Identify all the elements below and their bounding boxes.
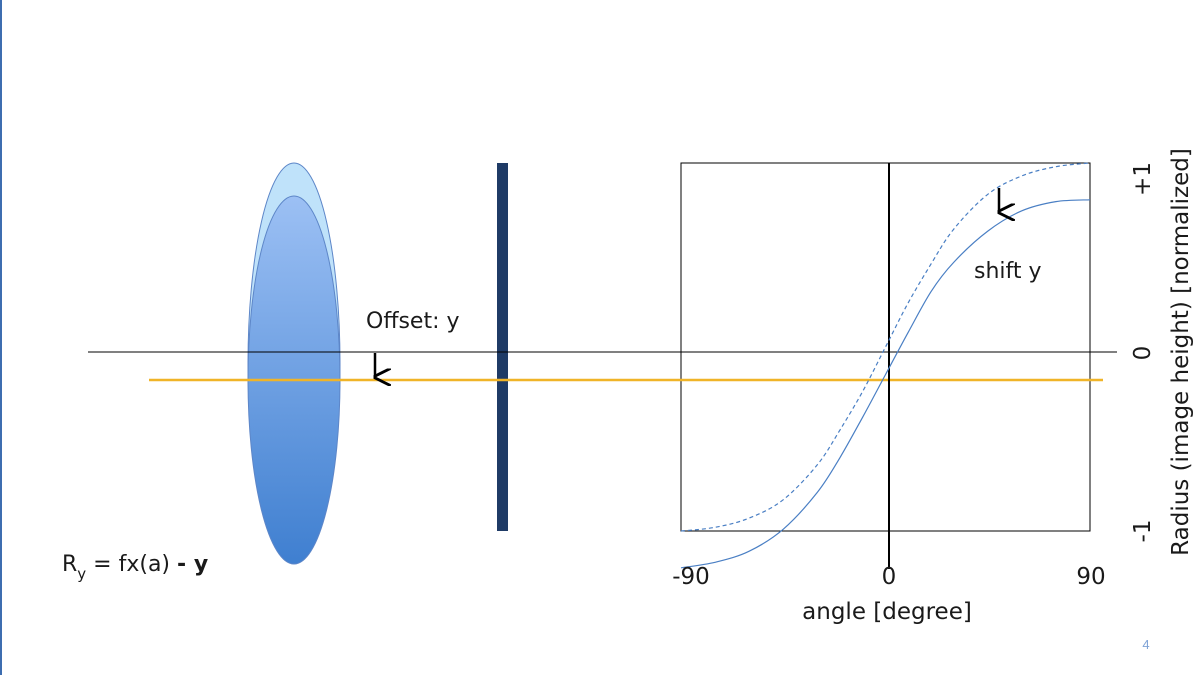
curve-shifted-solid	[680, 199, 1091, 569]
shift-label: shift y	[974, 259, 1042, 284]
y-tick-label-minus1: -1	[1130, 520, 1156, 543]
slide-left-border	[0, 0, 2, 675]
formula-rest: = fx(a)	[86, 552, 177, 577]
y-tick-label-plus1: +1	[1130, 162, 1156, 196]
curve-ideal-dashed	[680, 162, 1091, 532]
formula: Ry = fx(a) - y	[62, 552, 208, 583]
x-tick-label-neg90: -90	[672, 564, 710, 590]
x-axis-label: angle [degree]	[802, 599, 972, 625]
offset-label: Offset: y	[366, 309, 460, 334]
x-tick-label-90: 90	[1076, 564, 1105, 590]
formula-minus: -	[177, 552, 194, 577]
y-tick-label-0: 0	[1130, 346, 1156, 361]
formula-y: y	[194, 552, 208, 577]
page-number: 4	[1142, 637, 1149, 652]
x-tick-label-0: 0	[882, 564, 897, 590]
formula-subscript: y	[77, 565, 86, 583]
y-axis-label: Radius (image height) [normalized]	[1168, 148, 1194, 556]
chart-frame	[680, 162, 1091, 532]
image-plane	[497, 163, 508, 531]
formula-r: R	[62, 552, 77, 577]
lens	[247, 162, 341, 565]
